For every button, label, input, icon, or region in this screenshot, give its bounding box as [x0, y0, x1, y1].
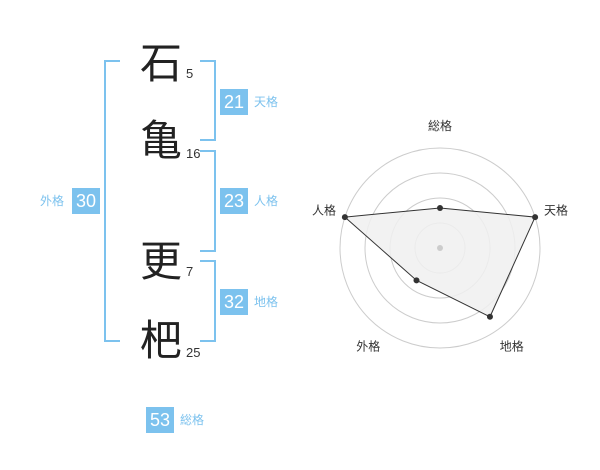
radar-point-3 [486, 313, 493, 320]
jinkaku-score: 23 [220, 188, 248, 214]
stroke-count-2: 16 [186, 146, 201, 161]
chikaku-score: 32 [220, 289, 248, 315]
tenkaku-score: 21 [220, 89, 248, 115]
radar-axis-label: 地格 [500, 339, 524, 354]
name-char-2: 亀 [140, 116, 183, 165]
gaikaku-label: 外格 [40, 194, 65, 208]
chikaku-label: 地格 [254, 295, 279, 309]
radar-area [343, 207, 536, 318]
chikaku-bracket [200, 260, 216, 342]
gaikaku-bracket [104, 60, 120, 342]
radar-axis-label: 外格 [356, 339, 380, 354]
radar-axis-label: 総格 [428, 118, 452, 133]
jinkaku-bracket [200, 150, 216, 252]
name-char-3: 更 [140, 237, 183, 286]
radar-point-5 [341, 214, 348, 221]
name-char-4: 杷 [140, 316, 183, 365]
tenkaku-label: 天格 [254, 95, 279, 109]
radar-axis-label: 天格 [544, 202, 568, 217]
radar-grid-ring [339, 147, 541, 349]
stroke-count-4: 25 [186, 345, 201, 360]
tenkaku-bracket [200, 60, 216, 141]
radar-point-4 [413, 277, 420, 284]
radar-center-dot [437, 245, 443, 251]
soukaku-label: 総格 [180, 413, 205, 427]
gaikaku-score: 30 [72, 188, 100, 214]
name-char-1: 石 [140, 39, 183, 88]
radar-point-1 [437, 205, 443, 211]
radar-axis-label: 人格 [312, 202, 336, 217]
soukaku-score: 53 [146, 407, 174, 433]
radar-point-2 [532, 214, 539, 221]
stroke-count-3: 7 [186, 264, 194, 279]
jinkaku-label: 人格 [254, 194, 279, 208]
stroke-count-1: 5 [186, 66, 194, 81]
